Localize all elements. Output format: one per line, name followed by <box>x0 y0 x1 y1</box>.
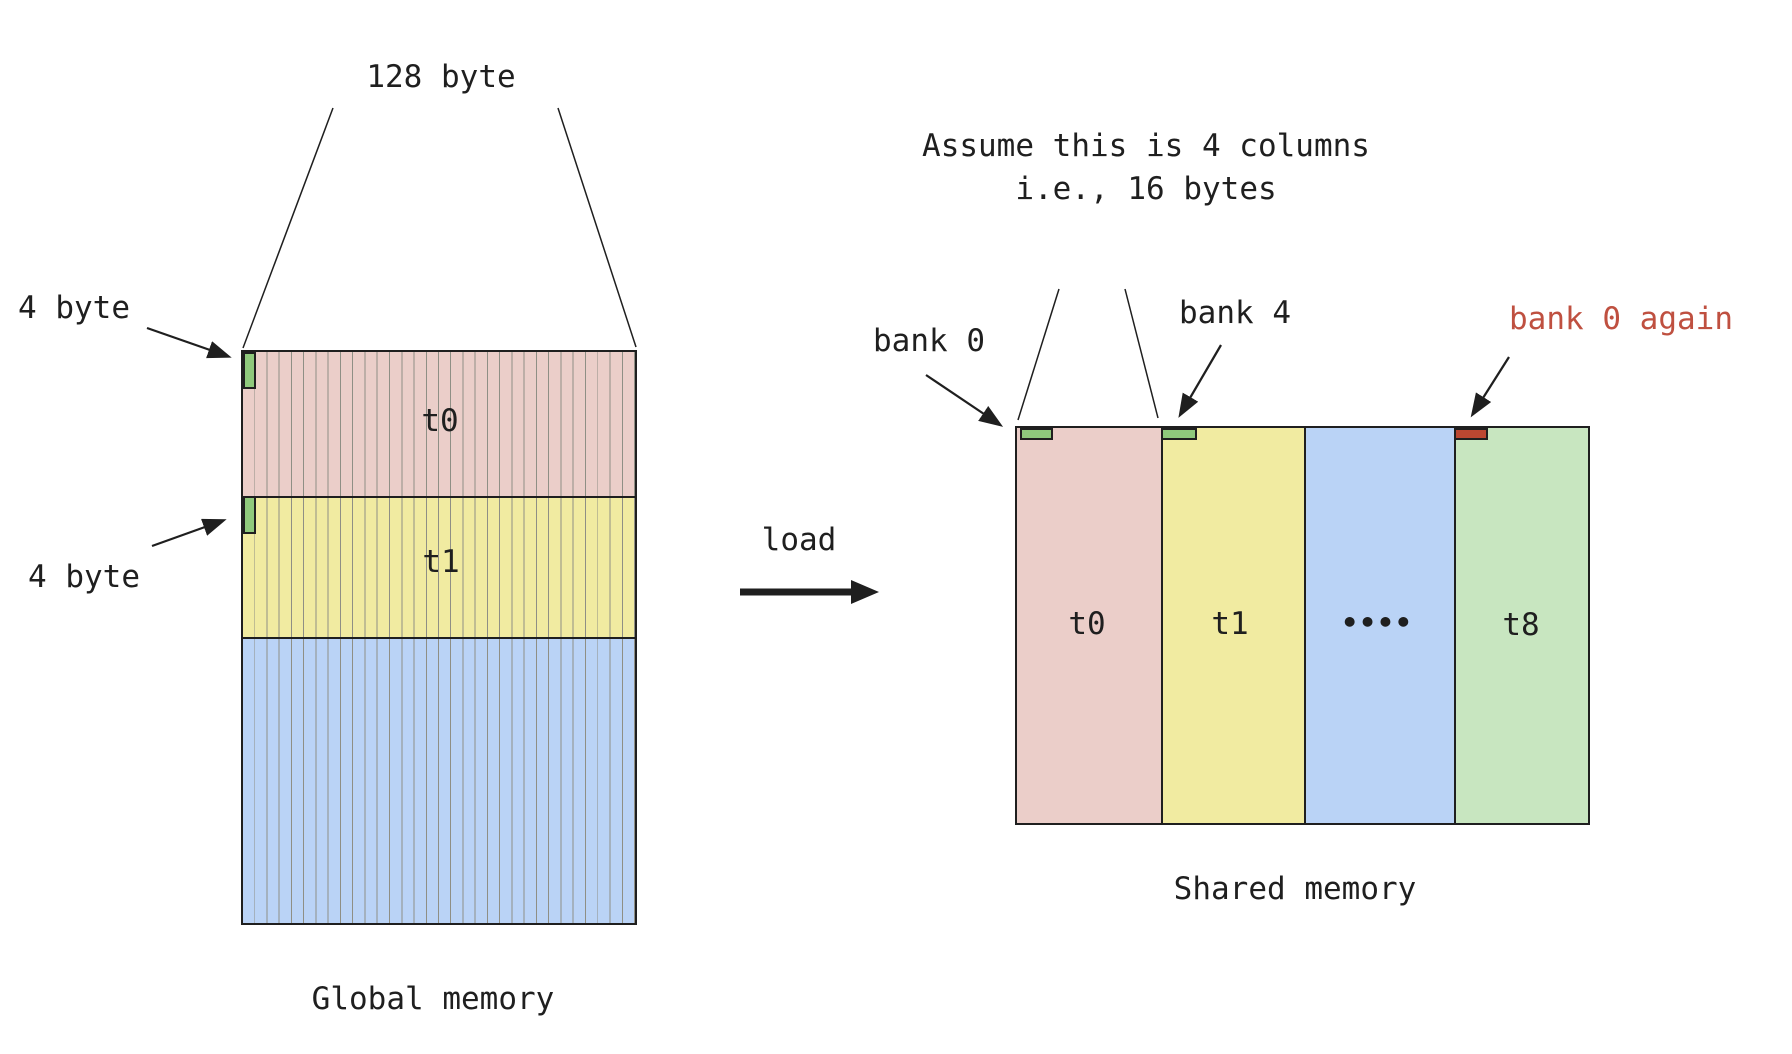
global-band-t1 <box>243 496 635 637</box>
four-byte-label-bottom: 4 byte <box>28 559 140 596</box>
columns-note-line2: i.e., 16 bytes <box>1015 171 1277 208</box>
global-memory-caption: Global memory <box>311 981 555 1018</box>
width-brace-left-line <box>242 107 334 349</box>
shared-ellipsis-label: •••• <box>1341 605 1413 639</box>
shared-bank0-again-cell <box>1454 428 1488 440</box>
bank-4-arrow <box>1178 344 1222 418</box>
four-byte-label-top: 4 byte <box>18 290 130 327</box>
columns-note-left-line <box>1017 288 1060 421</box>
shared-col-t8 <box>1454 428 1588 823</box>
shared-t1-label: t1 <box>1211 606 1249 643</box>
width-brace-right-line <box>557 107 637 348</box>
global-t1-label: t1 <box>422 544 460 581</box>
bank-4-label: bank 4 <box>1179 295 1291 332</box>
shared-memory-rect <box>1015 426 1590 825</box>
shared-col-t1 <box>1161 428 1304 823</box>
global-width-label: 128 byte <box>366 59 516 96</box>
bank-0-arrow <box>925 374 1004 427</box>
columns-note-line1: Assume this is 4 columns <box>922 128 1370 165</box>
four-byte-bottom-arrow <box>151 518 227 548</box>
shared-memory-caption: Shared memory <box>1173 871 1417 908</box>
shared-t0-label: t0 <box>1068 606 1106 643</box>
columns-note-right-line <box>1124 288 1159 419</box>
shared-col-dots <box>1304 428 1454 823</box>
global-4byte-cell-t0 <box>243 352 256 389</box>
bank-0-label: bank 0 <box>873 323 985 360</box>
shared-col-t0 <box>1017 428 1161 823</box>
global-memory-rect <box>241 350 637 925</box>
global-band-rest <box>243 637 635 923</box>
global-t0-label: t0 <box>421 403 459 440</box>
global-4byte-cell-t1 <box>243 496 256 534</box>
load-label: load <box>761 522 837 559</box>
four-byte-top-arrow <box>146 326 232 359</box>
bank-0-again-arrow <box>1470 356 1510 418</box>
shared-bank0-cell <box>1020 428 1053 440</box>
global-band-t0 <box>243 352 635 496</box>
bank-0-again-label: bank 0 again <box>1509 301 1733 338</box>
shared-bank4-cell <box>1161 428 1197 440</box>
shared-t8-label: t8 <box>1502 607 1540 644</box>
